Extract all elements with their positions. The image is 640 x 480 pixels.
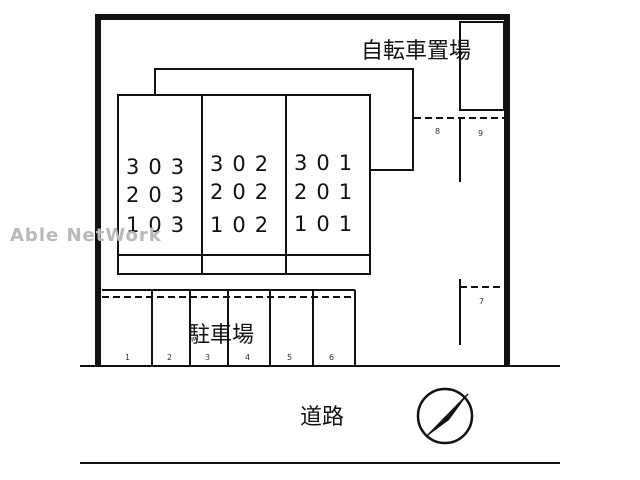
watermark-text: Able NetWork — [10, 225, 162, 246]
parking-space-7: 7 — [479, 297, 484, 306]
parking-row-right-upper — [414, 117, 504, 182]
north-arrow-icon — [416, 387, 474, 445]
bicycle-parking-area: 自転車置場 — [361, 21, 505, 111]
unit-column-3: 301 201 101 — [294, 151, 361, 236]
parking-lot-label: 駐車場 — [188, 323, 254, 348]
unit-column-1: 303 203 103 — [126, 155, 193, 237]
property-boundary — [95, 14, 510, 366]
bicycle-parking-label: 自転車置場 — [361, 39, 471, 64]
unit-column-2: 302 202 102 — [210, 152, 277, 237]
unit-301: 301 — [294, 151, 361, 175]
parking-space-2: 2 — [167, 353, 172, 362]
unit-103: 103 — [126, 213, 193, 237]
building — [117, 68, 414, 275]
parking-row-right-lower — [459, 279, 504, 345]
unit-303: 303 — [126, 155, 193, 179]
unit-201: 201 — [294, 180, 361, 204]
parking-space-9: 9 — [478, 129, 483, 138]
parking-space-6: 6 — [329, 353, 334, 362]
unit-102: 102 — [210, 213, 277, 237]
road — [80, 365, 560, 464]
parking-space-3: 3 — [205, 353, 210, 362]
parking-space-4: 4 — [245, 353, 250, 362]
parking-space-1: 1 — [125, 353, 130, 362]
parking-space-8: 8 — [435, 127, 440, 136]
unit-302: 302 — [210, 152, 277, 176]
unit-101: 101 — [294, 212, 361, 236]
road-label: 道路 — [300, 405, 344, 430]
unit-203: 203 — [126, 183, 193, 207]
parking-space-5: 5 — [287, 353, 292, 362]
parking-row-lower — [102, 289, 356, 366]
unit-202: 202 — [210, 180, 277, 204]
